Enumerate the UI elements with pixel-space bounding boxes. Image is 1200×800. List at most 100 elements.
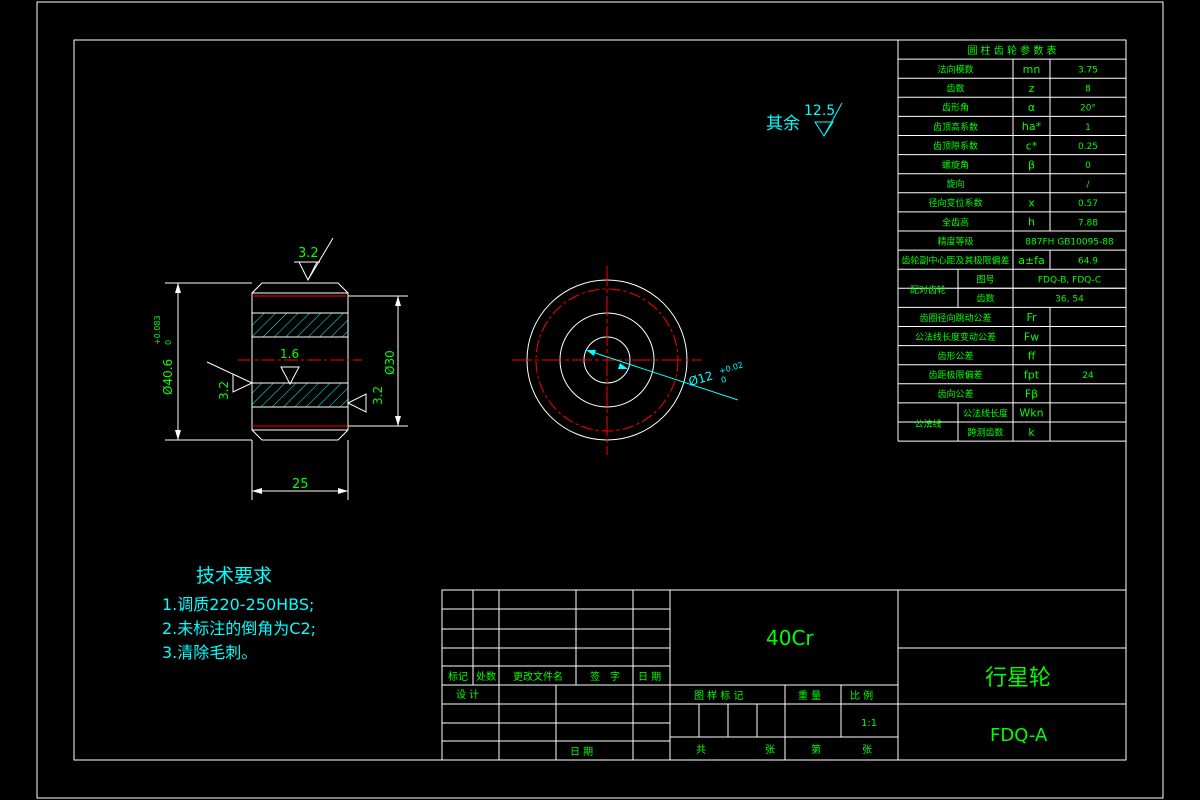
title-block-text: 标记 处数 更改文件名 签 字 日 期 设 计 日 期 40Cr 行星轮 FDQ… [448, 626, 1051, 758]
width-dimension: 25 [292, 477, 309, 492]
roughness-right: 3.2 [371, 386, 385, 405]
bore-dimension-front: Ø12 [687, 369, 715, 389]
front-view: Ø12 +0.02 0 [512, 266, 744, 455]
tolerance-symbol: Fw [1024, 330, 1039, 343]
param-symbol: mn [1023, 63, 1041, 76]
tb-header-sign: 签 字 [590, 670, 620, 683]
param-value: 64.9 [1078, 256, 1098, 266]
param-value: / [1086, 180, 1090, 190]
tb-design: 设 计 [456, 688, 479, 701]
common-normal-symbol: k [1028, 426, 1035, 439]
side-view-outline [251, 282, 349, 441]
bore-tol-upper: +0.02 [718, 361, 744, 376]
tb-header-mark: 标记 [448, 671, 468, 683]
tb-scale: 1:1 [861, 718, 877, 729]
roughness-top: 3.2 [298, 246, 319, 261]
common-normal-row-label: 公法线长度 [963, 407, 1008, 419]
tech-req-title: 技术要求 [196, 565, 272, 587]
od-dimension: Ø40.6 [161, 359, 175, 395]
tech-req-item-2: 2.未标注的倒角为C2; [162, 619, 316, 638]
roughness-right-icon [346, 393, 367, 413]
outer-frame [36, 1, 1164, 799]
param-label: 精度等级 [937, 235, 973, 247]
tolerance-symbol: Fr [1026, 311, 1037, 324]
tech-requirements: 技术要求 1.调质220-250HBS; 2.未标注的倒角为C2; 3.清除毛刺… [162, 565, 316, 662]
param-value: 7.88 [1078, 218, 1098, 228]
param-label: 旋向 [946, 178, 964, 190]
tb-sheet-unit: 张 [862, 744, 872, 756]
param-value: 20° [1080, 104, 1096, 114]
tb-sheet-no: 第 [811, 743, 821, 756]
param-symbol: x [1028, 197, 1035, 210]
tech-req-item-3: 3.清除毛刺。 [162, 643, 257, 662]
tb-total: 共 [696, 744, 706, 756]
tolerance-symbol: fpt [1024, 368, 1040, 381]
roughness-bore-icon [280, 366, 300, 386]
tolerance-symbol: Fβ [1025, 388, 1038, 401]
param-symbol: h [1028, 216, 1035, 229]
tb-drawing-no: FDQ-A [990, 725, 1048, 746]
param-symbol: β [1028, 158, 1035, 171]
tolerance-label: 齿向公差 [937, 388, 973, 400]
param-value: 1 [1085, 123, 1091, 133]
tech-req-item-1: 1.调质220-250HBS; [162, 595, 314, 614]
param-value: 3.75 [1078, 65, 1098, 75]
tolerance-value: 24 [1082, 371, 1094, 381]
tb-header-file: 更改文件名 [513, 670, 563, 683]
roughness-note-value: 12.5 [804, 103, 835, 119]
tolerance-label: 齿距极限偏差 [928, 369, 982, 381]
roughness-note-label: 其余 [766, 114, 800, 134]
param-label: 齿形角 [942, 102, 969, 114]
param-symbol: c* [1026, 139, 1038, 152]
param-label: 螺旋角 [942, 159, 969, 171]
od-tol-lower: 0 [164, 340, 173, 345]
tolerance-label: 齿形公差 [937, 350, 973, 362]
roughness-bore: 1.6 [280, 347, 299, 361]
bore-tol-lower: 0 [720, 375, 727, 385]
tolerance-label: 齿圈径向跳动公差 [919, 312, 991, 324]
roughness-left-icon [206, 361, 254, 393]
tb-header-date: 日 期 [638, 671, 661, 683]
param-label: 法向模数 [937, 63, 973, 75]
param-symbol: a±fa [1018, 254, 1045, 267]
param-table-title: 圆 柱 齿 轮 参 数 表 [967, 44, 1056, 57]
mating-row-value: FDQ-B, FDQ-C [1038, 276, 1101, 286]
common-normal-row-label: 跨测齿数 [967, 426, 1003, 438]
tb-part-name: 行星轮 [985, 666, 1051, 691]
param-label: 齿顶高系数 [933, 121, 978, 133]
mating-row-label: 齿数 [976, 293, 994, 305]
tb-weight: 重 量 [798, 689, 821, 702]
tolerance-symbol: ff [1028, 349, 1036, 362]
tolerance-label: 公法线长度变动公差 [915, 331, 996, 343]
param-value: 887FH GB10095-88 [1025, 237, 1114, 247]
common-normal-label: 公法线 [914, 418, 941, 430]
od-tol-upper: +0.083 [153, 315, 162, 345]
param-symbol: z [1029, 82, 1035, 95]
title-block [441, 589, 1127, 761]
tb-scale-label: 比 例 [850, 689, 873, 702]
mating-label: 配对齿轮 [910, 284, 946, 296]
tb-material: 40Cr [766, 626, 814, 650]
param-value: 8 [1085, 85, 1091, 95]
hatch-upper [251, 312, 349, 338]
param-label: 齿顶隙系数 [933, 140, 978, 152]
roughness-note: 其余 12.5 [766, 102, 843, 137]
param-value: 0.25 [1078, 142, 1098, 152]
mating-row-value: 36, 54 [1055, 295, 1084, 305]
tb-header-count: 处数 [476, 670, 496, 683]
param-label: 径向变位系数 [928, 197, 982, 209]
tb-stage: 图 样 标 记 [694, 689, 744, 702]
mating-row-label: 图号 [976, 275, 994, 286]
param-symbol: α [1028, 101, 1035, 114]
roughness-symbol-icon [814, 102, 843, 137]
bore-leader [585, 349, 739, 401]
tb-date: 日 期 [570, 746, 593, 758]
param-symbol: ha* [1022, 120, 1042, 133]
bore-dimension-side: Ø30 [383, 350, 397, 375]
param-label: 齿轮副中心距及其极限偏差 [901, 254, 1009, 266]
side-view: Ø40.6 +0.083 0 Ø30 25 3.2 1.6 3.2 3.2 [153, 237, 408, 500]
common-normal-symbol: Wkn [1019, 407, 1043, 420]
tb-sheets: 张 [765, 744, 775, 756]
